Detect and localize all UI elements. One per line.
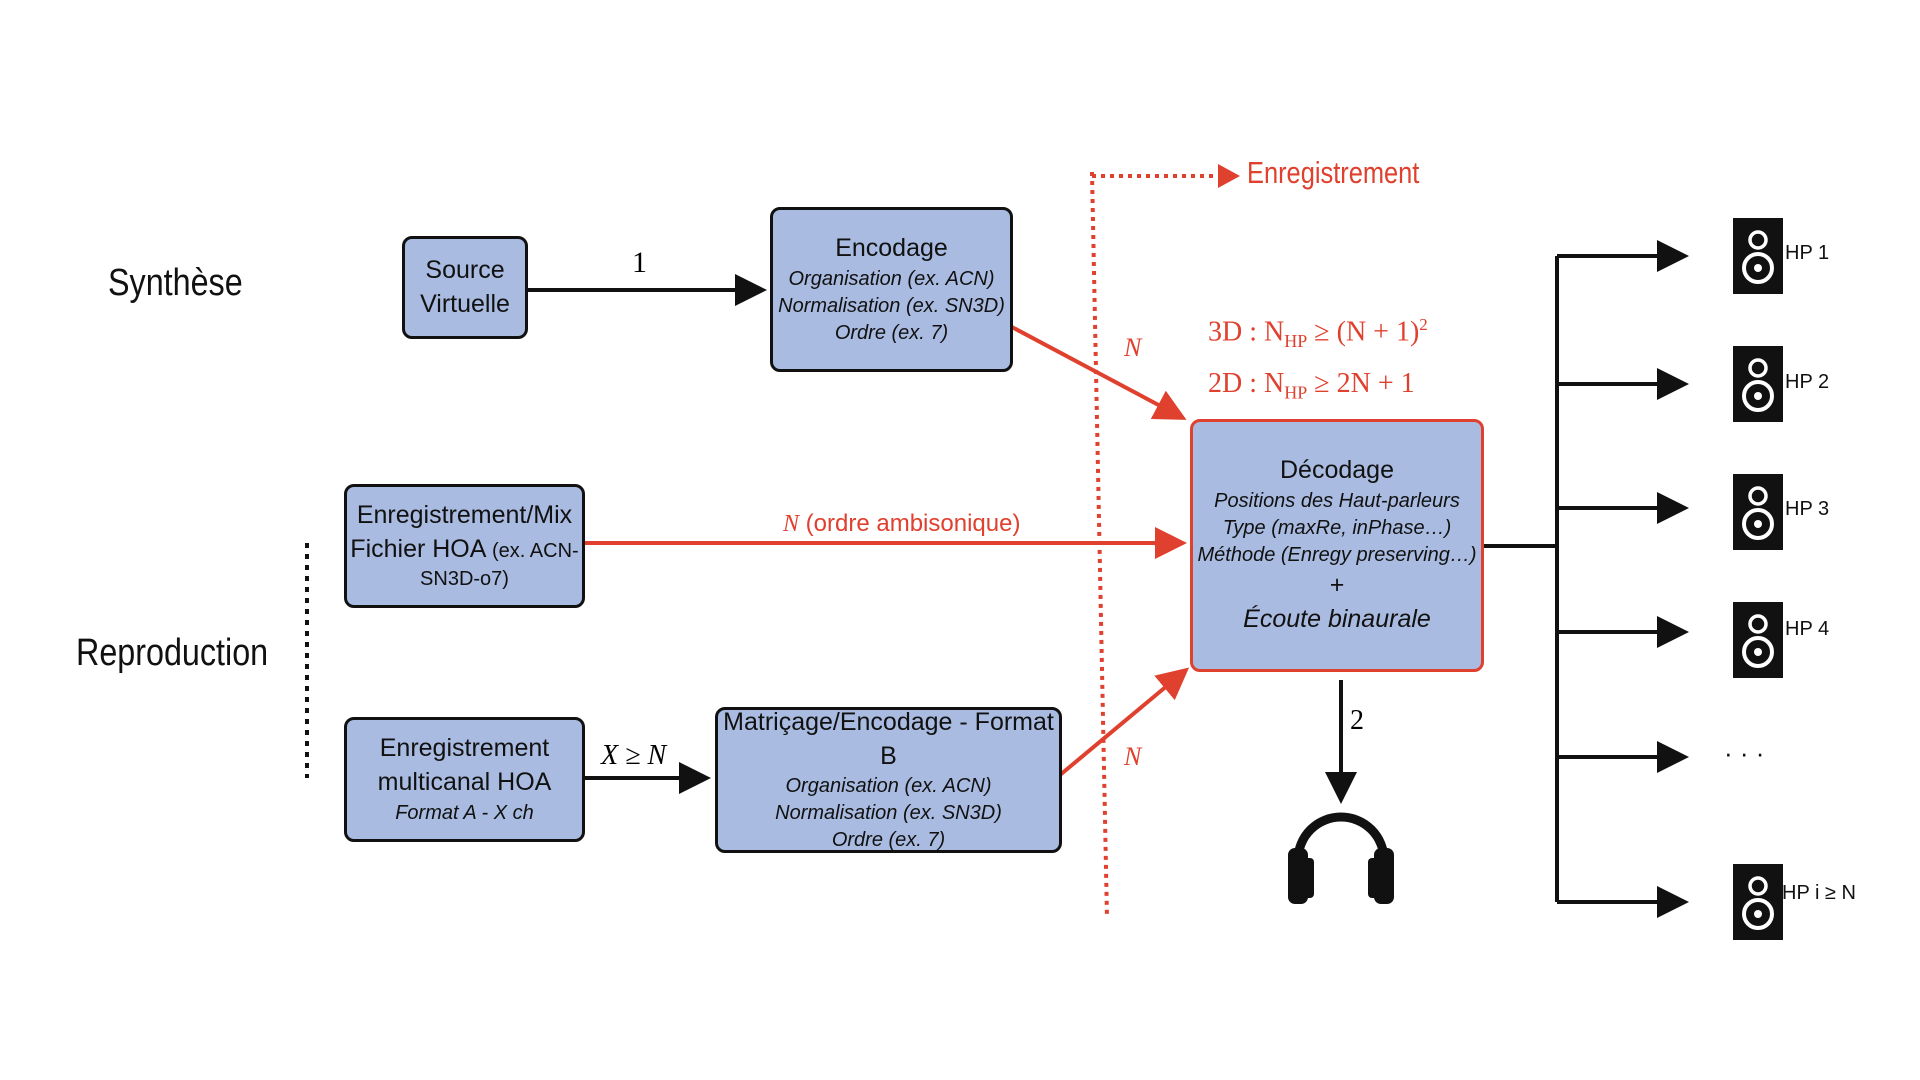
speaker-label-i: HP i ≥ N: [1782, 882, 1856, 904]
speaker-icon: [1733, 346, 1783, 422]
label-n-top: N: [1124, 333, 1142, 362]
recording-arrowhead: [1218, 164, 1240, 188]
enreg-multi-line2: multicanal HOA: [377, 768, 552, 796]
enreg-mix-line2-small: (ex. ACN-: [492, 539, 579, 562]
decodage-line: Type (maxRe, inPhase…): [1222, 517, 1452, 540]
matricage-box: Matriçage/Encodage - Format B Organisati…: [715, 707, 1062, 853]
arrow-matricage-to-decodage: [1058, 667, 1190, 777]
label-n-bottom: N: [1124, 742, 1142, 771]
decodage-box: Décodage Positions des Haut-parleurs Typ…: [1190, 419, 1484, 672]
label-n-ordre-var: N: [783, 511, 800, 537]
source-line1: Source: [425, 255, 505, 284]
enreg-mix-line2: Fichier HOA (ex. ACN-: [350, 533, 578, 567]
matricage-title: Matriçage/Encodage - Format B: [723, 707, 1054, 770]
speaker-layer: [1733, 218, 1783, 940]
decodage-binaural: Écoute binaurale: [1243, 604, 1431, 633]
recording-dotted-line: [1090, 171, 1109, 919]
enreg-multi-line1: Enregistrement: [379, 734, 550, 763]
decodage-line: Positions des Haut-parleurs: [1214, 490, 1460, 513]
label-n-ordre: N (ordre ambisonique): [783, 510, 1020, 538]
speaker-label-1: HP 1: [1785, 242, 1830, 264]
matricage-line: Normalisation (ex. SN3D): [775, 802, 1002, 825]
enreg-mix-line2-main: Fichier HOA: [350, 534, 486, 563]
enregistrement-mix-box: Enregistrement/Mix Fichier HOA (ex. ACN-…: [344, 484, 585, 608]
encodage-line: Ordre (ex. 7): [834, 321, 949, 344]
speaker-label-4: HP 4: [1785, 618, 1830, 640]
formula-3d-pre: 3D : N: [1208, 316, 1285, 348]
label-n-ordre-text: (ordre ambisonique): [799, 510, 1021, 537]
encodage-box: Encodage Organisation (ex. ACN) Normalis…: [770, 207, 1013, 372]
enregistrement-multicanal-box: Enregistrement multicanal HOA Format A -…: [344, 717, 585, 842]
formula-2d-post: ≥ 2N + 1: [1307, 368, 1415, 399]
formula-2d: 2D : NHP ≥ 2N + 1: [1208, 368, 1415, 404]
enreg-mix-line1: Enregistrement/Mix: [356, 500, 573, 529]
headphones-icon: [1288, 812, 1394, 904]
speaker-icon: [1733, 864, 1783, 940]
speaker-label-2: HP 2: [1785, 371, 1830, 393]
enreg-multi-line3: Format A - X ch: [395, 801, 534, 824]
formula-3d-post: ≥ (N + 1): [1307, 316, 1420, 348]
label-two: 2: [1350, 705, 1364, 736]
encodage-line: Normalisation (ex. SN3D): [778, 294, 1005, 317]
enregistrement-label: Enregistrement: [1247, 155, 1420, 190]
matricage-line: Ordre (ex. 7): [831, 829, 946, 852]
decodage-plus: +: [1329, 571, 1345, 600]
matricage-line: Organisation (ex. ACN): [785, 775, 992, 798]
enreg-mix-line3: SN3D-o7): [420, 568, 509, 591]
formula-3d: 3D : NHP ≥ (N + 1)2: [1208, 315, 1428, 352]
encodage-line: Organisation (ex. ACN): [788, 267, 995, 290]
speaker-icon: [1733, 602, 1783, 678]
formula-2d-pre: 2D : N: [1208, 368, 1285, 399]
decodage-line: Méthode (Enregy preserving…): [1197, 544, 1477, 567]
speaker-ellipsis: · · ·: [1724, 738, 1765, 768]
label-one: 1: [632, 246, 647, 279]
row-label-reproduction: Reproduction: [76, 632, 269, 674]
source-virtuelle-box: Source Virtuelle: [402, 236, 528, 339]
row-label-synthese: Synthèse: [108, 262, 243, 304]
source-line2: Virtuelle: [420, 289, 510, 318]
speaker-icon: [1733, 218, 1783, 294]
speaker-label-3: HP 3: [1785, 498, 1830, 520]
speaker-icon: [1733, 474, 1783, 550]
formula-3d-sub: HP: [1284, 330, 1308, 351]
decodage-title: Décodage: [1280, 456, 1394, 485]
formula-2d-sub: HP: [1284, 382, 1308, 403]
formula-3d-sup: 2: [1419, 315, 1428, 334]
encodage-title: Encodage: [835, 234, 948, 263]
label-x-ge-n: X ≥ N: [601, 740, 667, 771]
bus-branches: [1557, 240, 1689, 918]
